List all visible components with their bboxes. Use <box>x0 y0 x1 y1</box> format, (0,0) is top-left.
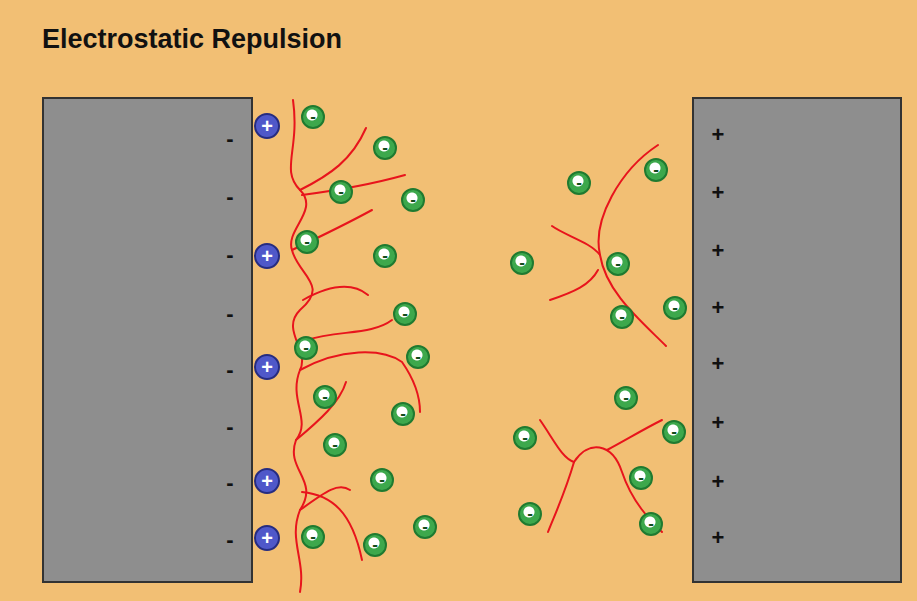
ion-charge: - <box>382 139 388 156</box>
ion-charge: - <box>619 308 625 325</box>
cation-circle: + <box>254 113 280 139</box>
anion-circle: - <box>406 345 430 369</box>
charge-sign: + <box>712 412 725 434</box>
charge-sign: - <box>226 128 233 150</box>
anion-circle: - <box>295 230 319 254</box>
charge-sign: + <box>712 297 725 319</box>
ion-charge: - <box>410 191 416 208</box>
ion-charge: - <box>415 348 421 365</box>
anion-circle: - <box>373 136 397 160</box>
ion-charge: - <box>519 254 525 271</box>
ion-charge: - <box>400 405 406 422</box>
ion-charge: - <box>527 505 533 522</box>
ion-charge: - <box>522 429 528 446</box>
anion-circle: - <box>639 512 663 536</box>
charge-sign: - <box>226 359 233 381</box>
cation-circle: + <box>254 354 280 380</box>
anion-circle: - <box>294 336 318 360</box>
negative-plate: - - - - - - - - <box>42 97 253 583</box>
charge-sign: - <box>226 472 233 494</box>
ion-charge: - <box>615 255 621 272</box>
anion-circle: - <box>513 426 537 450</box>
ion-charge: - <box>322 388 328 405</box>
anion-circle: - <box>313 385 337 409</box>
ion-charge: - <box>402 305 408 322</box>
anion-circle: - <box>323 433 347 457</box>
ion-charge: - <box>653 161 659 178</box>
ion-charge: - <box>303 339 309 356</box>
ion-charge: - <box>638 469 644 486</box>
cation-circle: + <box>254 468 280 494</box>
anion-circle: - <box>391 402 415 426</box>
anion-circle: - <box>301 525 325 549</box>
cation-circle: + <box>254 525 280 551</box>
ion-charge: + <box>261 471 273 491</box>
charge-sign: - <box>226 416 233 438</box>
anion-circle: - <box>329 180 353 204</box>
diagram-title: Electrostatic Repulsion <box>42 24 342 55</box>
ion-charge: + <box>261 528 273 548</box>
anion-circle: - <box>644 158 668 182</box>
ion-charge: - <box>672 299 678 316</box>
ion-charge: - <box>576 174 582 191</box>
ion-charge: - <box>338 183 344 200</box>
charge-sign: - <box>226 244 233 266</box>
charge-sign: + <box>712 527 725 549</box>
anion-circle: - <box>301 105 325 129</box>
ion-charge: + <box>261 116 273 136</box>
anion-circle: - <box>610 305 634 329</box>
charge-sign: + <box>712 471 725 493</box>
charge-sign: - <box>226 186 233 208</box>
charge-sign: + <box>712 124 725 146</box>
charge-sign: + <box>712 353 725 375</box>
ion-charge: - <box>332 436 338 453</box>
ion-charge: - <box>671 423 677 440</box>
anion-circle: - <box>629 466 653 490</box>
charge-sign: + <box>712 240 725 262</box>
anion-circle: - <box>401 188 425 212</box>
anion-circle: - <box>614 386 638 410</box>
ion-charge: + <box>261 246 273 266</box>
anion-circle: - <box>518 502 542 526</box>
charge-sign: - <box>226 303 233 325</box>
ion-charge: - <box>382 247 388 264</box>
ion-charge: - <box>310 528 316 545</box>
charge-sign: - <box>226 529 233 551</box>
ion-charge: - <box>310 108 316 125</box>
ion-charge: - <box>304 233 310 250</box>
positive-plate: + + + + + + + + <box>692 97 902 583</box>
anion-circle: - <box>370 468 394 492</box>
ion-charge: - <box>372 536 378 553</box>
anion-circle: - <box>606 252 630 276</box>
ion-charge: - <box>623 389 629 406</box>
cation-circle: + <box>254 243 280 269</box>
anion-circle: - <box>413 515 437 539</box>
anion-circle: - <box>662 420 686 444</box>
ion-charge: + <box>261 357 273 377</box>
anion-circle: - <box>567 171 591 195</box>
charge-sign: + <box>712 182 725 204</box>
ion-charge: - <box>379 471 385 488</box>
anion-circle: - <box>393 302 417 326</box>
anion-circle: - <box>363 533 387 557</box>
ion-charge: - <box>422 518 428 535</box>
anion-circle: - <box>510 251 534 275</box>
anion-circle: - <box>663 296 687 320</box>
ion-charge: - <box>648 515 654 532</box>
anion-circle: - <box>373 244 397 268</box>
